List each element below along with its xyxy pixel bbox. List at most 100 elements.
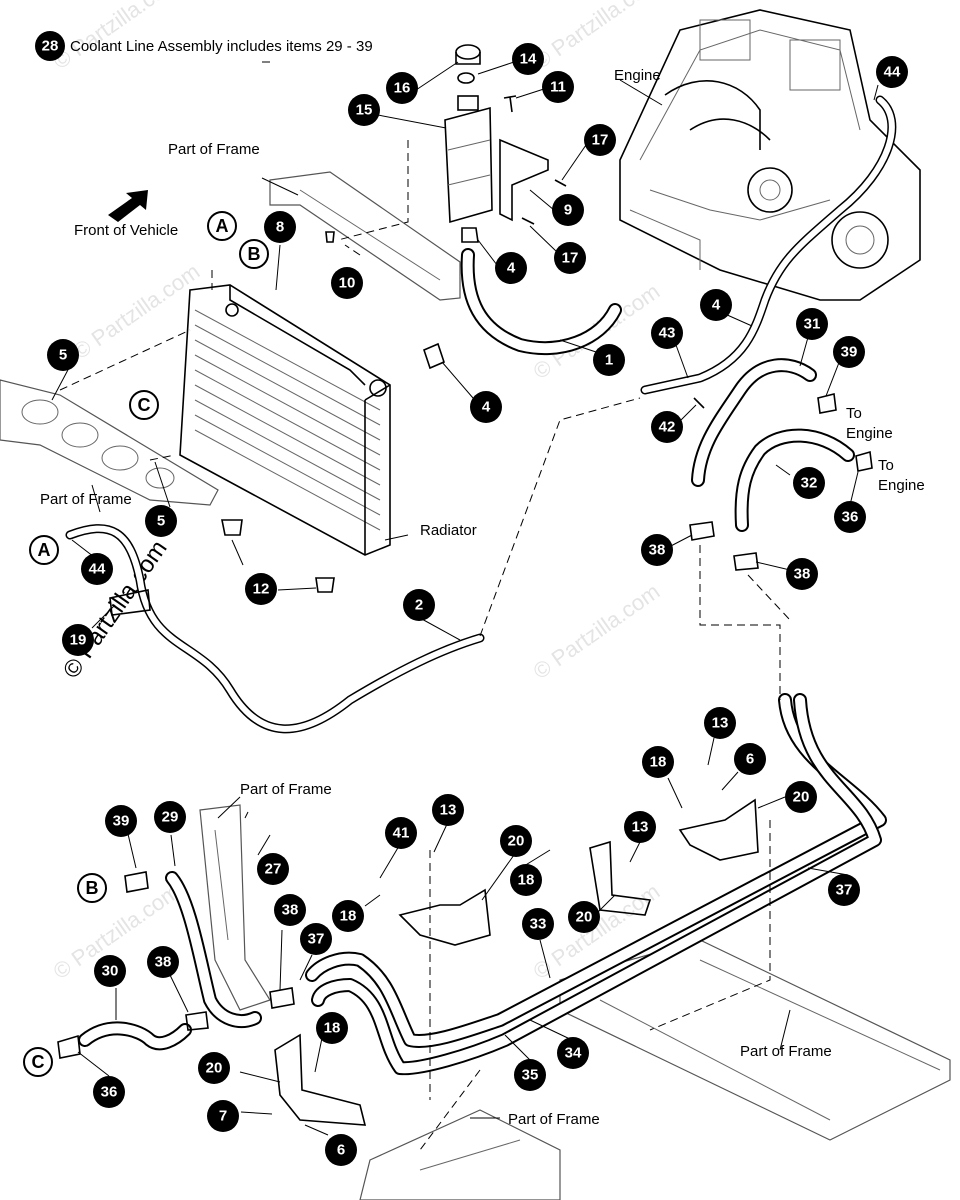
svg-text:31: 31	[804, 316, 821, 333]
svg-text:44: 44	[884, 64, 901, 81]
callout-31: 31	[796, 308, 828, 340]
callout-30: 30	[94, 955, 126, 987]
leader-lines	[51, 61, 879, 1136]
callout-20: 20	[198, 1052, 230, 1084]
svg-text:B: B	[86, 878, 99, 898]
callout-4: 4	[495, 252, 527, 284]
svg-text:6: 6	[746, 751, 754, 768]
connection-marker-c: C	[129, 390, 159, 420]
callout-33: 33	[522, 908, 554, 940]
svg-text:20: 20	[793, 789, 810, 806]
callout-39: 39	[105, 805, 137, 837]
svg-text:34: 34	[565, 1045, 582, 1062]
callout-37: 37	[828, 874, 860, 906]
svg-text:17: 17	[562, 250, 579, 267]
callout-39: 39	[833, 336, 865, 368]
svg-text:27: 27	[265, 861, 282, 878]
svg-text:14: 14	[520, 51, 537, 68]
callout-18: 18	[332, 900, 364, 932]
callout-9: 9	[552, 194, 584, 226]
callout-18: 18	[510, 864, 542, 896]
callout-10: 10	[331, 267, 363, 299]
connection-marker-b: B	[239, 239, 269, 269]
callout-19: 19	[62, 624, 94, 656]
callout-7: 7	[207, 1100, 239, 1132]
svg-text:16: 16	[394, 80, 411, 97]
svg-text:11: 11	[550, 79, 566, 96]
callout-15: 15	[348, 94, 380, 126]
callout-17: 17	[584, 124, 616, 156]
callout-16: 16	[386, 72, 418, 104]
callout-37: 37	[300, 923, 332, 955]
callout-6: 6	[325, 1134, 357, 1166]
callout-38: 38	[147, 946, 179, 978]
svg-text:20: 20	[576, 909, 593, 926]
callout-18: 18	[642, 746, 674, 778]
svg-text:41: 41	[393, 825, 410, 842]
label-part-of-frame: Part of Frame	[740, 1043, 832, 1060]
svg-text:2: 2	[415, 597, 423, 614]
svg-text:C: C	[32, 1052, 45, 1072]
svg-text:37: 37	[308, 931, 325, 948]
label-to: To	[846, 405, 862, 422]
svg-text:5: 5	[59, 347, 67, 364]
lower-coolant-tubes	[274, 693, 887, 1126]
callout-36: 36	[834, 501, 866, 533]
callout-27: 27	[257, 853, 289, 885]
callout-29: 29	[154, 801, 186, 833]
svg-text:9: 9	[564, 202, 572, 219]
svg-text:36: 36	[101, 1084, 118, 1101]
callout-2: 2	[403, 589, 435, 621]
callout-42: 42	[651, 411, 683, 443]
watermark: © Partzilla.com	[69, 259, 205, 365]
svg-text:4: 4	[712, 297, 721, 314]
connection-marker-a: A	[207, 211, 237, 241]
svg-text:29: 29	[162, 809, 179, 826]
svg-text:37: 37	[836, 882, 853, 899]
label-part-of-frame: Part of Frame	[508, 1111, 600, 1128]
svg-text:8: 8	[276, 219, 284, 236]
svg-text:39: 39	[113, 813, 130, 830]
svg-text:44: 44	[89, 561, 106, 578]
svg-text:38: 38	[794, 566, 811, 583]
coolant-reservoir	[325, 44, 567, 243]
label-part-of-frame: Part of Frame	[168, 141, 260, 158]
callout-34: 34	[557, 1037, 589, 1069]
note-callout-28: 28	[35, 31, 65, 61]
callout-38: 38	[641, 534, 673, 566]
svg-text:42: 42	[659, 419, 676, 436]
svg-text:18: 18	[324, 1020, 341, 1037]
svg-text:B: B	[248, 244, 261, 264]
callout-20: 20	[785, 781, 817, 813]
callout-5: 5	[47, 339, 79, 371]
callout-38: 38	[274, 894, 306, 926]
connection-marker-b: B	[77, 873, 107, 903]
callout-14: 14	[512, 43, 544, 75]
svg-text:13: 13	[632, 819, 649, 836]
label-part-of-frame: Part of Frame	[40, 491, 132, 508]
callout-32: 32	[793, 467, 825, 499]
svg-text:38: 38	[155, 954, 172, 971]
callout-17: 17	[554, 242, 586, 274]
svg-text:17: 17	[592, 132, 609, 149]
hoses-top	[423, 95, 897, 571]
callout-6: 6	[734, 743, 766, 775]
label-engine: Engine	[614, 67, 661, 84]
watermark: © Partzilla.com	[529, 579, 665, 685]
svg-text:13: 13	[712, 715, 729, 732]
svg-text:35: 35	[522, 1067, 539, 1084]
note-text: Coolant Line Assembly includes items 29 …	[70, 38, 373, 55]
svg-text:20: 20	[508, 833, 525, 850]
svg-text:13: 13	[440, 802, 457, 819]
label-engine-destination: Engine	[878, 477, 925, 494]
svg-text:30: 30	[102, 963, 119, 980]
svg-text:32: 32	[801, 475, 818, 492]
connection-marker-a: A	[29, 535, 59, 565]
svg-text:15: 15	[356, 102, 373, 119]
callout-36: 36	[93, 1076, 125, 1108]
svg-text:19: 19	[70, 632, 87, 649]
callout-4: 4	[470, 391, 502, 423]
svg-text:A: A	[216, 216, 229, 236]
callout-13: 13	[624, 811, 656, 843]
